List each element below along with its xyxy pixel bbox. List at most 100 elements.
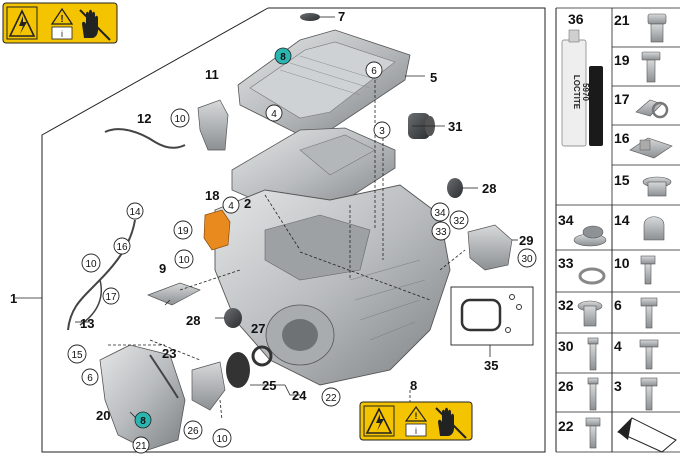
callout-12: 12 [137, 111, 151, 126]
callout-16-circle [113, 237, 131, 255]
part-9-tray [147, 282, 201, 306]
callout-20: 20 [96, 408, 110, 423]
callout-34: 34 [434, 208, 446, 219]
callout-5: 5 [430, 70, 437, 85]
callout-24: 24 [292, 388, 307, 403]
sidebar-label-10: 10 [614, 255, 630, 271]
callout-33: 33 [435, 227, 447, 238]
callout-22-circle [321, 387, 341, 407]
sidebar-label-4: 4 [614, 338, 622, 354]
circled-callouts [67, 61, 537, 454]
sidebar-label-15: 15 [614, 172, 630, 188]
sidebar-label-32: 32 [558, 297, 574, 313]
sidebar-label-3: 3 [614, 378, 622, 394]
bolt-icon [640, 255, 656, 265]
callout-26-circle [183, 420, 203, 440]
part-29-sensor [467, 224, 513, 271]
callout-10c-circle [81, 253, 101, 273]
sidebar-label-14: 14 [614, 212, 630, 228]
long-bolt-icon [587, 337, 599, 345]
callout-35: 35 [484, 358, 498, 373]
part-1-housing [214, 184, 451, 386]
callout-4b: 4 [228, 201, 234, 212]
callout-2: 2 [244, 196, 251, 211]
callout-25: 25 [262, 378, 276, 393]
assembly-frame [41, 7, 546, 453]
callout-15: 15 [71, 350, 83, 361]
sidebar-label-6: 6 [614, 297, 622, 313]
callout-7: 7 [338, 9, 345, 24]
part-35-gasket-group [450, 286, 534, 346]
callout-15-circle [67, 344, 87, 364]
part-7-plug [300, 13, 320, 21]
part-18-orange-module [203, 209, 231, 251]
part-20-lower-cover [99, 344, 186, 451]
callout-10c: 10 [85, 259, 97, 270]
leader-lines [108, 80, 466, 421]
callout-4b-circle [222, 196, 240, 214]
callout-28-lower: 28 [186, 313, 200, 328]
callout-18: 18 [205, 188, 219, 203]
bolt-icon [640, 377, 658, 387]
callout-9: 9 [159, 261, 166, 276]
callout-14: 14 [129, 207, 141, 218]
callout-1: 1 [10, 291, 17, 306]
callout-23: 23 [162, 346, 176, 361]
callout-19: 19 [177, 226, 189, 237]
caution-icon [50, 7, 74, 25]
callout-31: 31 [448, 119, 462, 134]
manual-icon [405, 423, 427, 437]
callout-22: 22 [325, 393, 337, 404]
callout-29: 29 [519, 233, 533, 248]
catalog-arrow-icon [617, 417, 677, 453]
part-28-seal-lower [224, 308, 242, 328]
bolt-icon [640, 297, 658, 307]
callout-30: 30 [521, 254, 533, 265]
callout-6a: 6 [371, 66, 377, 77]
callout-10d-circle [212, 428, 232, 448]
washer-icon [578, 267, 606, 285]
marker-8-low [134, 411, 152, 429]
bolt-icon [641, 51, 661, 61]
callout-21-circle [132, 436, 150, 454]
callout-34-circle [430, 202, 450, 222]
part-13-hose [67, 219, 136, 331]
callout-28-upper: 28 [482, 181, 496, 196]
bolt-icon [585, 417, 601, 427]
callout-10b: 10 [178, 255, 190, 266]
svg-text:i: i [415, 426, 417, 436]
circled-callout-labels: 3 4 4 6 6 10 10 10 10 14 15 16 17 19 21 … [71, 66, 533, 452]
sidebar-grid-lines [556, 7, 680, 453]
tube-code: 5970 [581, 83, 590, 101]
sidebar-label-21: 21 [614, 12, 630, 28]
marker-8-top-label: 8 [280, 52, 286, 63]
callout-13: 13 [80, 316, 94, 331]
callout-6b-circle [81, 368, 99, 386]
part-28-seal-upper [447, 178, 463, 198]
callout-3-circle [373, 121, 391, 139]
warning-sign-bottom: ! i [359, 401, 473, 441]
part-27-ring [251, 345, 273, 367]
callout-10d: 10 [216, 434, 228, 445]
sidebar-label-16: 16 [614, 130, 630, 146]
sidebar-label-36: 36 [568, 11, 584, 27]
leader-lines-solid [15, 75, 518, 419]
callout-17: 17 [105, 292, 117, 303]
callout-11: 11 [205, 67, 219, 82]
svg-text:!: ! [415, 411, 418, 421]
cap-nut-icon [643, 216, 665, 241]
caution-icon [404, 405, 428, 422]
callout-10b-circle [174, 249, 194, 269]
flange-bolt-icon [639, 339, 659, 348]
part-11-bracket [197, 99, 229, 151]
sidebar-label-30: 30 [558, 338, 574, 354]
callout-labels: 1 2 5 7 8 9 11 12 13 18 20 23 24 25 27 2… [10, 9, 533, 423]
part-25-disc [226, 352, 250, 388]
callout-32: 32 [453, 216, 465, 227]
sidebar-label-22: 22 [558, 418, 574, 434]
callout-4a-circle [265, 104, 283, 122]
callout-16: 16 [116, 242, 128, 253]
callout-6a-circle [365, 61, 383, 79]
